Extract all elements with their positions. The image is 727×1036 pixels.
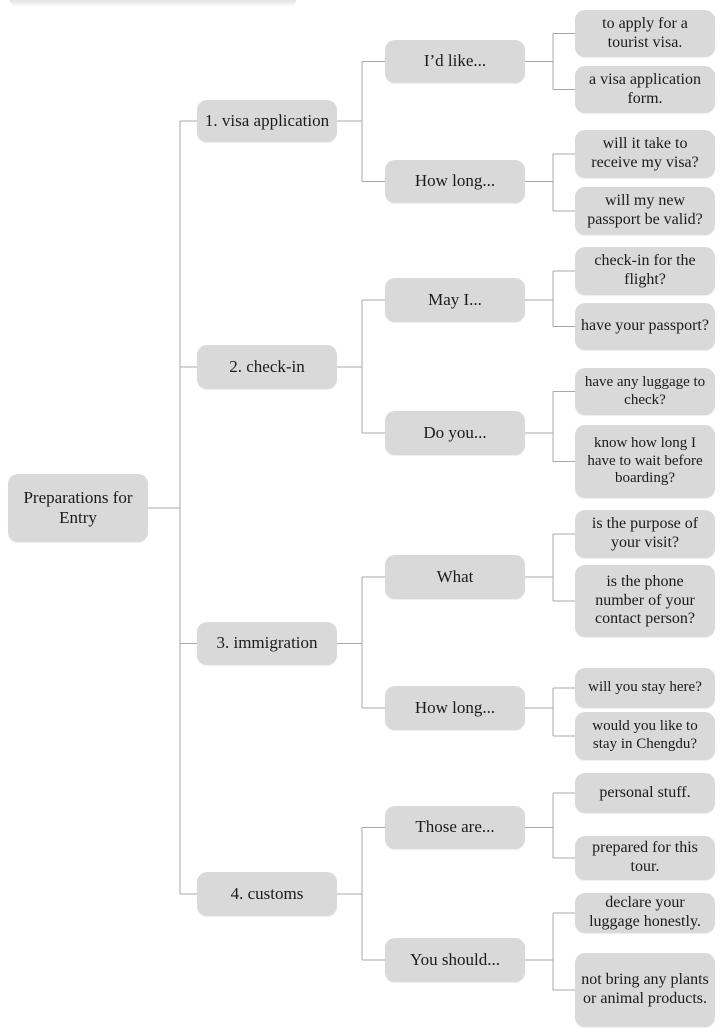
leaf-node: is the phone number of your contact pers… bbox=[575, 565, 715, 637]
leaf-node: declare your luggage honestly. bbox=[575, 893, 715, 933]
question-node: You should... bbox=[385, 938, 525, 982]
branch-node: 4. customs bbox=[197, 872, 337, 916]
branch-node: 2. check-in bbox=[197, 345, 337, 389]
root-node: Preparations for Entry bbox=[8, 474, 148, 542]
leaf-node: a visa application form. bbox=[575, 66, 715, 113]
leaf-node: will my new passport be valid? bbox=[575, 187, 715, 235]
branch-node: 3. immigration bbox=[197, 622, 337, 665]
question-node: Do you... bbox=[385, 411, 525, 455]
leaf-node: is the purpose of your visit? bbox=[575, 510, 715, 558]
leaf-node: not bring any plants or animal products. bbox=[575, 953, 715, 1027]
leaf-node: have your passport? bbox=[575, 303, 715, 350]
leaf-node: would you like to stay in Chengdu? bbox=[575, 712, 715, 760]
branch-node: 1. visa application bbox=[197, 100, 337, 142]
leaf-node: to apply for a tourist visa. bbox=[575, 10, 715, 57]
question-node: Those are... bbox=[385, 806, 525, 849]
leaf-node: have any luggage to check? bbox=[575, 368, 715, 415]
question-node: May I... bbox=[385, 278, 525, 322]
question-node: What bbox=[385, 555, 525, 599]
leaf-node: will you stay here? bbox=[575, 668, 715, 708]
question-node: How long... bbox=[385, 160, 525, 203]
leaf-node: personal stuff. bbox=[575, 773, 715, 813]
question-node: I’d like... bbox=[385, 40, 525, 83]
question-node: How long... bbox=[385, 686, 525, 730]
leaf-node: will it take to receive my visa? bbox=[575, 130, 715, 178]
leaf-node: check-in for the flight? bbox=[575, 247, 715, 295]
leaf-node: prepared for this tour. bbox=[575, 836, 715, 880]
leaf-node: know how long I have to wait before boar… bbox=[575, 425, 715, 498]
cropped-box-edge bbox=[10, 0, 296, 6]
